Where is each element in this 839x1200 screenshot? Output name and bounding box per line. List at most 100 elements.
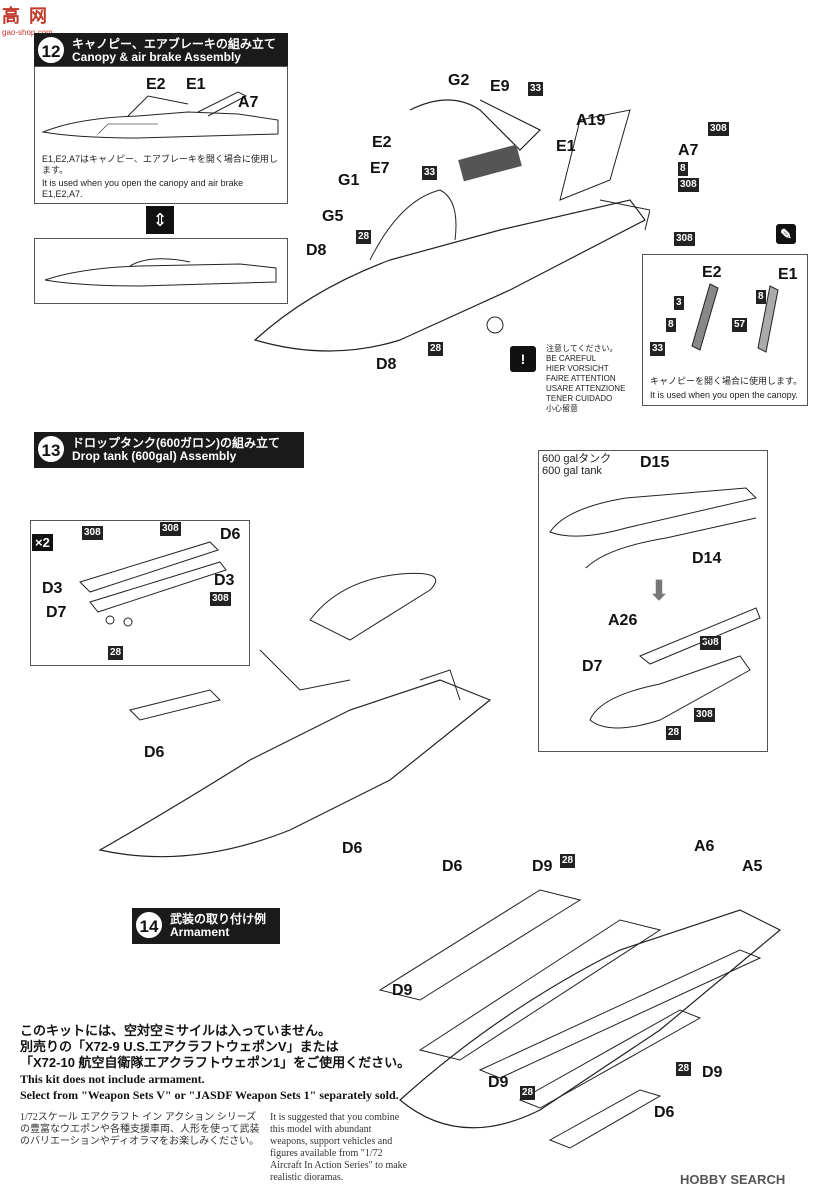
step-number: 12 [36, 35, 66, 65]
step14-label-D9-b: D9 [392, 982, 413, 999]
watermark-text: 高 网 [2, 6, 50, 26]
label-G5: G5 [322, 208, 344, 225]
jet-nose-illustration-closed [44, 258, 277, 287]
step14-tag-28-a: 28 [560, 854, 576, 868]
step14-tag-28-b: 28 [676, 1062, 692, 1076]
pylon-tag-308-a: 308 [82, 526, 103, 540]
tank-label-D14: D14 [692, 550, 722, 567]
inset-note-jp: E1,E2,A7はキャノピー、エアブレーキを開く場合に使用します。 [42, 154, 278, 175]
paint-tag-33: 33 [528, 82, 544, 96]
label-A7-main: A7 [678, 142, 699, 159]
detail-tag-33: 33 [650, 342, 666, 356]
detail-parts-drawing [691, 283, 779, 353]
caution-line-2: HIER VORSICHT [546, 364, 609, 373]
label-G1: G1 [338, 172, 360, 189]
caution-icon: ! [510, 346, 536, 372]
caution-line-5: TENER CUIDADO [546, 394, 613, 403]
down-arrow-icon: ⬇ [647, 575, 671, 606]
label-E2: E2 [146, 76, 166, 93]
label-E7: E7 [370, 160, 390, 177]
tank-tag-308-b: 308 [694, 708, 715, 722]
pylon-label-D6: D6 [220, 526, 241, 543]
step14-label-D9-d: D9 [488, 1074, 509, 1091]
caution-line-1: BE CAREFUL [546, 354, 597, 363]
paint-tag-28: 28 [356, 230, 372, 244]
step14-label-D6: D6 [442, 858, 463, 875]
watermark-logo: 高 网 gao-shop.com [2, 2, 72, 37]
step14-label-A6: A6 [694, 838, 715, 855]
paint-tag-33-b: 33 [422, 166, 438, 180]
step-title-jp: キャノピー、エアブレーキの組み立て [72, 37, 276, 51]
step14-label-D9-c: D9 [702, 1064, 723, 1081]
caution-line-0: 注意してください。 [546, 344, 618, 353]
detail-note-jp: キャノピーを開く場合に使用します。 [650, 376, 803, 386]
pylon-label-D3-b: D3 [214, 572, 235, 589]
step14-label-D6-b: D6 [654, 1104, 675, 1121]
tank-caption-jp: 600 galタンク [542, 453, 612, 465]
step-12-header: 12 キャノピー、エアブレーキの組み立て Canopy & air brake … [34, 33, 288, 69]
pylon-label-D7: D7 [46, 604, 67, 621]
armament-note-en-2: Select from "Weapon Sets V" or "JASDF We… [20, 1088, 399, 1102]
armament-note-jp-3: 「X72-10 航空自衛隊エアクラフトウェポン1」をご使用ください。 [20, 1055, 411, 1070]
label-E1-main: E1 [556, 138, 576, 155]
caution-line-3: FAIRE ATTENTION [546, 374, 616, 383]
step13-label-D6-b: D6 [342, 840, 363, 857]
pylon-tag-308-c: 308 [210, 592, 231, 606]
tank-label-D15: D15 [640, 454, 670, 471]
pylon-drawing [79, 541, 227, 627]
step-14-armed-jet [378, 889, 782, 1149]
label-E9: E9 [490, 78, 510, 95]
step13-label-D6-a: D6 [144, 744, 165, 761]
tank-drawing-bottom [589, 607, 761, 729]
label-A7: A7 [238, 94, 259, 111]
tank-drawing-top [549, 487, 757, 569]
tank-tag-308-a: 308 [700, 636, 721, 650]
tank-caption-en: 600 gal tank [542, 465, 602, 477]
armament-note-jp-2: 別売りの「X72-9 U.S.エアクラフトウェポンV」または [20, 1039, 339, 1054]
step-title-en: Drop tank (600gal) Assembly [72, 449, 237, 463]
detail-tag-8-b: 8 [756, 290, 766, 304]
step-12-closed-box [34, 238, 288, 304]
step-number: 14 [134, 910, 164, 940]
caution-line-6: 小心留意 [546, 404, 578, 413]
step-14-header: 14 武装の取り付け例 Armament [132, 908, 280, 944]
label-G2: G2 [448, 72, 470, 89]
paint-tag-8: 8 [678, 162, 688, 176]
multiplier-badge: ×2 [32, 534, 53, 551]
step-title-en: Armament [170, 925, 230, 939]
step-title-jp: ドロップタンク(600ガロン)の組み立て [72, 436, 281, 450]
paint-tag-308-a: 308 [708, 122, 729, 136]
paint-tag-28-b: 28 [428, 342, 444, 356]
armament-note-jp-1: このキットには、空対空ミサイルは入っていません。 [20, 1023, 331, 1038]
armament-note-en-1: This kit does not include armament. [20, 1072, 205, 1086]
step14-label-D9-a: D9 [532, 858, 553, 875]
inset-note-en: It is used when you open the canopy and … [42, 178, 244, 199]
step-title-en: Canopy & air brake Assembly [72, 50, 241, 64]
paint-tag-308-c: 308 [674, 232, 695, 246]
detail-note-en: It is used when you open the canopy. [650, 390, 798, 400]
step-12-main-jet [253, 99, 650, 352]
label-E2-main: E2 [372, 134, 392, 151]
swap-arrow-icon: ⇕ [146, 206, 174, 234]
label-D8-a: D8 [306, 242, 327, 259]
pylon-tag-308-b: 308 [160, 522, 181, 536]
detail-tag-57: 57 [732, 318, 748, 332]
pylon-tag-28: 28 [108, 646, 124, 660]
series-note-en: It is suggested that you combine this mo… [270, 1112, 408, 1183]
tank-label-D7: D7 [582, 658, 603, 675]
label-A19: A19 [576, 112, 606, 129]
watermark-site: gao-shop.com [2, 28, 53, 37]
detail-label-E2: E2 [702, 264, 722, 281]
step-title-jp: 武装の取り付け例 [170, 912, 267, 926]
paint-tag-308-b: 308 [678, 178, 699, 192]
detail-tag-3: 3 [674, 296, 684, 310]
tank-label-A26: A26 [608, 612, 638, 629]
hobbysearch-logo-text: HOBBY SEARCH [680, 1172, 786, 1187]
label-D8-b: D8 [376, 356, 397, 373]
series-note-jp: 1/72スケール エアクラフト イン アクション シリーズの豊富なウエポンや各種… [20, 1112, 260, 1147]
pylon-label-D3-a: D3 [42, 580, 63, 597]
label-E1: E1 [186, 76, 206, 93]
step14-label-A5: A5 [742, 858, 763, 875]
jet-nose-illustration-open [41, 91, 279, 139]
step-13-main-jet [98, 572, 492, 858]
